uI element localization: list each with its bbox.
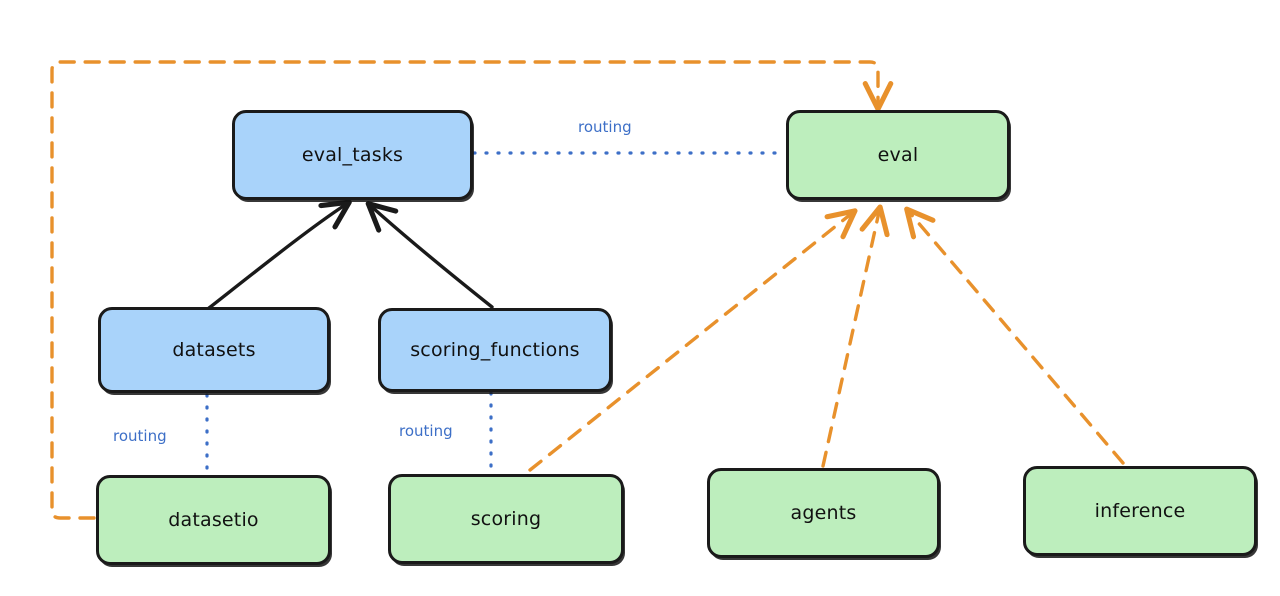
- node-label-datasetio: datasetio: [168, 508, 259, 531]
- node-agents[interactable]: agents: [707, 468, 940, 558]
- edge-inference-to-eval-dependency: [904, 206, 1125, 465]
- node-datasets[interactable]: datasets: [98, 307, 330, 393]
- edge-label-routing-eval-tasks-eval: routing: [578, 118, 632, 136]
- node-scoring-functions[interactable]: scoring_functions: [378, 308, 612, 392]
- edge-label-routing-datasets-datasetio: routing: [113, 427, 167, 445]
- node-label-scoring-functions: scoring_functions: [410, 338, 580, 361]
- node-inference[interactable]: inference: [1023, 466, 1257, 556]
- node-label-agents: agents: [790, 501, 857, 524]
- node-label-inference: inference: [1094, 499, 1186, 522]
- node-eval[interactable]: eval: [786, 110, 1010, 200]
- node-label-eval-tasks: eval_tasks: [301, 143, 404, 166]
- node-label-datasets: datasets: [172, 338, 256, 361]
- edge-datasetio-to-eval-dependency: [50, 60, 894, 520]
- node-scoring[interactable]: scoring: [388, 474, 624, 564]
- edge-scoring-to-eval-dependency: [528, 208, 858, 472]
- edge-scoring-functions-to-eval-tasks: [365, 201, 494, 309]
- node-eval-tasks[interactable]: eval_tasks: [232, 110, 473, 200]
- node-datasetio[interactable]: datasetio: [96, 475, 331, 565]
- edge-agents-to-eval-dependency: [821, 204, 890, 468]
- node-label-eval: eval: [877, 143, 919, 166]
- edge-label-routing-scoring-functions-scoring: routing: [399, 422, 453, 440]
- edge-datasets-to-eval-tasks: [207, 199, 352, 310]
- node-label-scoring: scoring: [470, 507, 542, 530]
